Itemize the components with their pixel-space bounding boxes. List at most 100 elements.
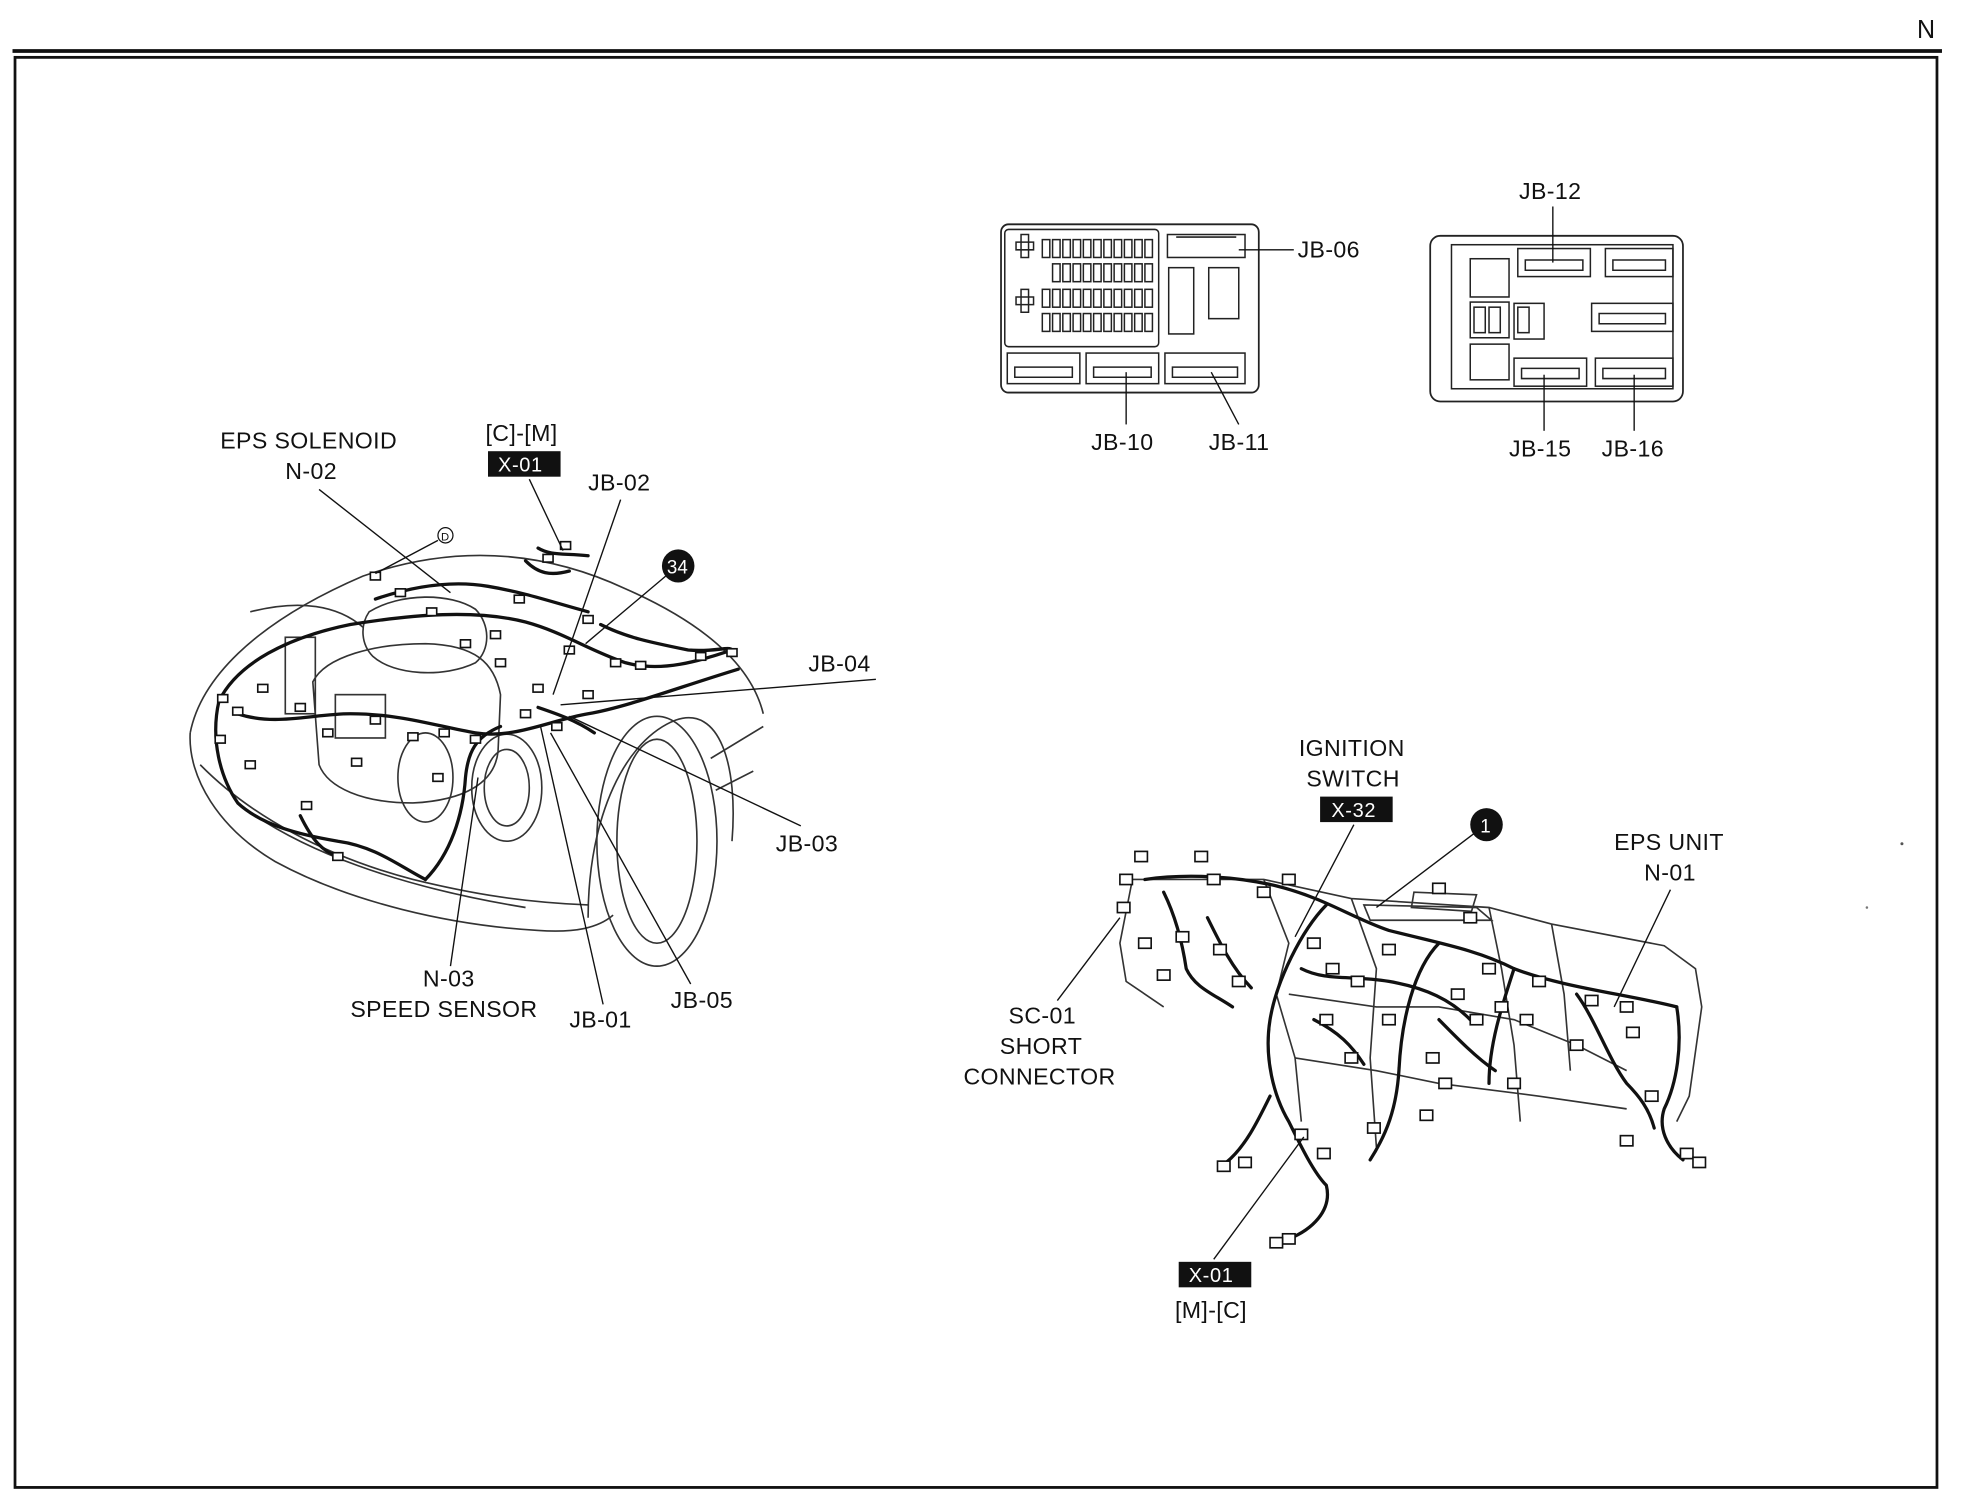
label-jb03: JB-03 [776,830,838,856]
harness-connector [1294,1128,1309,1141]
harness-connector [469,734,482,744]
harness-connector [332,851,344,862]
label-jb04: JB-04 [808,651,870,677]
fuse-cell [1113,238,1123,259]
harness-connector [1319,1013,1334,1026]
harness-connector [1237,1156,1253,1169]
fuse-cell [1123,263,1133,283]
tag-x01-top-bg [487,451,561,477]
harness-connector [1119,873,1134,886]
section-letter: N [1917,16,1935,44]
leader-badge-1 [1375,833,1475,909]
harness-connector [1212,943,1228,956]
fuse-cell [1144,238,1154,259]
fuse-cell [1144,288,1154,308]
fuse-cell [1051,312,1061,333]
label-short: SHORT [1000,1033,1082,1059]
fuse-cell [1113,312,1123,333]
harness-connector [432,772,444,783]
harness-connector [550,721,563,732]
harness-connector [216,693,229,704]
fuse-cell [1051,238,1061,259]
harness-connector [256,683,269,693]
tag-x01-bottom: X-01 [1189,1265,1234,1287]
fuse-cell [1092,263,1102,283]
label-speed-sensor: SPEED SENSOR [350,996,537,1022]
fuse-cell [1062,312,1072,333]
fuse-cell [1041,312,1051,333]
tag-x01-top: X-01 [498,454,543,476]
fuse-cell [1072,263,1082,283]
fuse-grid [1041,238,1154,333]
harness-connector [214,734,227,744]
fuse-cell [1133,238,1143,259]
harness-connector [459,639,472,649]
harness-connector [519,709,532,719]
harness-connector [1366,1122,1381,1134]
tag-x01-bottom-bg [1178,1261,1252,1288]
label-ignition: IGNITION [1299,735,1405,761]
leader-jb03 [569,715,802,827]
fuse-cell [1113,263,1123,283]
label-bracket-mc: [M]-[C] [1175,1297,1247,1323]
leader-jb04 [560,678,876,706]
harness-connector [1344,1051,1359,1064]
fuse-cell [1072,288,1082,308]
leader-eps-unit [1613,889,1672,1008]
harness-connector [1506,1077,1522,1090]
harness-connector [369,715,382,725]
fuse-cell [1144,312,1154,333]
harness-connector [1137,937,1152,950]
harness-connector [1281,873,1296,886]
harness-connector [1450,988,1465,1001]
harness-connector [1281,1232,1296,1245]
label-jb10: JB-10 [1091,429,1153,455]
marker-d [437,527,454,544]
badge-34 [661,549,695,583]
tag-x32: X-32 [1331,800,1376,822]
leader-x01-bottom [1213,1136,1305,1260]
harness-connector [726,647,738,658]
fuse-cell [1144,263,1154,283]
leader-jb01 [539,726,604,1005]
label-sc01: SC-01 [1009,1002,1076,1028]
label-jb05: JB-05 [671,987,733,1013]
harness-connector [1419,1109,1434,1122]
harness-connector [1231,975,1246,988]
harness-connector [1256,886,1271,899]
label-jb02: JB-02 [588,470,650,496]
fuse-cell [1072,312,1082,333]
junction-box-left [1000,223,1260,394]
harness-connector [300,800,313,811]
label-n03: N-03 [423,965,475,991]
harness-connector [494,658,507,668]
harness-connector [1269,1236,1284,1249]
badge-1 [1470,808,1503,842]
harness-connector [1494,1000,1509,1013]
label-jb15: JB-15 [1509,435,1571,461]
harness-connector [1431,882,1447,895]
harness-connector [350,757,363,767]
harness-connector [394,588,407,598]
harness-connector [1625,1026,1640,1039]
harness-connector [1194,850,1209,863]
label-jb16: JB-16 [1602,435,1664,461]
harness-connector [1116,901,1131,914]
harness-connector [1206,873,1221,886]
fuse-cell [1062,238,1072,259]
fuse-cell [1133,312,1143,333]
harness-connector [294,702,307,713]
leader-jb05 [549,732,692,985]
harness-connector [634,660,647,670]
label-jb01: JB-01 [569,1006,631,1032]
label-n02: N-02 [285,458,337,484]
fuse-cell [1062,288,1072,308]
leader-jb11 [1210,371,1240,425]
harness-connector [438,728,451,738]
fuse-cell [1082,238,1092,259]
harness-connector [1425,1051,1440,1064]
harness-connector [582,614,594,625]
fuse-cell [1051,263,1061,283]
leader-badge-34 [585,575,667,645]
